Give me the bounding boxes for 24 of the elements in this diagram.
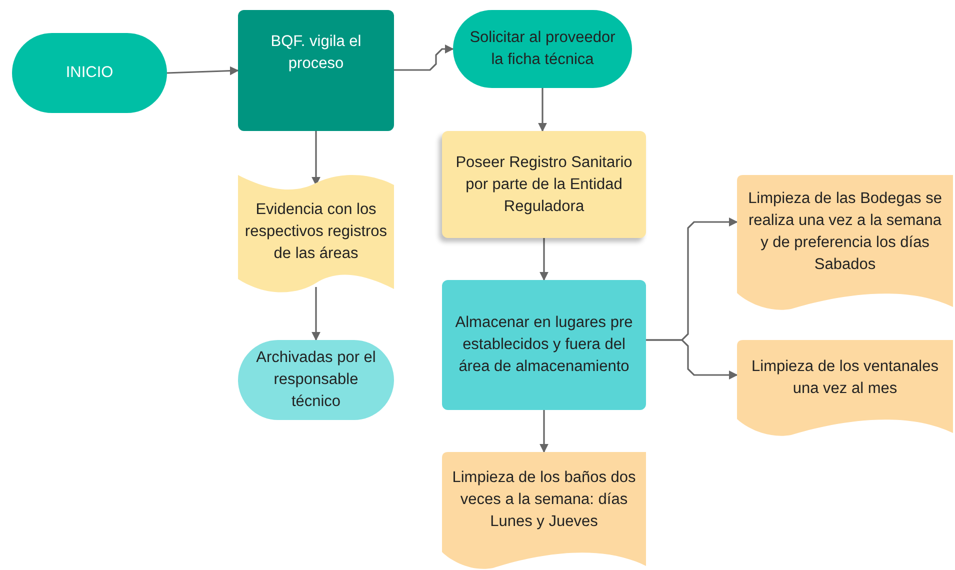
- node-text: BQF. vigila el proceso: [270, 32, 362, 74]
- arrow: [312, 287, 320, 341]
- process-box: [442, 280, 646, 410]
- node-text: Limpieza de los baños dos veces a la semana: días Lunes y Jueves: [451, 468, 637, 532]
- node-text: Archivadas por el responsable técnico: [255, 348, 377, 412]
- node-text: INICIO: [66, 63, 114, 83]
- node-text: Solicitar al proveedor la ficha técnica: [468, 28, 616, 70]
- arrow: [394, 44, 454, 71]
- node-text: Limpieza de los ventanales una vez al mes: [750, 356, 940, 398]
- document-shape: [737, 175, 953, 311]
- document-shape: [737, 340, 953, 437]
- arrow: [646, 339, 738, 380]
- arrow: [312, 131, 320, 186]
- process-box: [442, 131, 646, 238]
- process-box: [238, 10, 394, 131]
- arrow: [538, 88, 547, 132]
- node-text: Evidencia con los respectivos registros de las áreas: [244, 200, 388, 264]
- node-text: Almacenar en lugares pre establecidos y fuera del área de almacenamiento: [454, 313, 634, 377]
- arrow: [540, 238, 548, 281]
- node-text: Poseer Registro Sanitario por parte de la Entidad Reguladora: [454, 152, 634, 216]
- arrow: [166, 66, 239, 76]
- arrow: [540, 410, 548, 453]
- node-text: Limpieza de las Bodegas se realiza una vez a la semana y de preferencia los días Sabados: [747, 189, 943, 275]
- document-shape: [442, 452, 646, 570]
